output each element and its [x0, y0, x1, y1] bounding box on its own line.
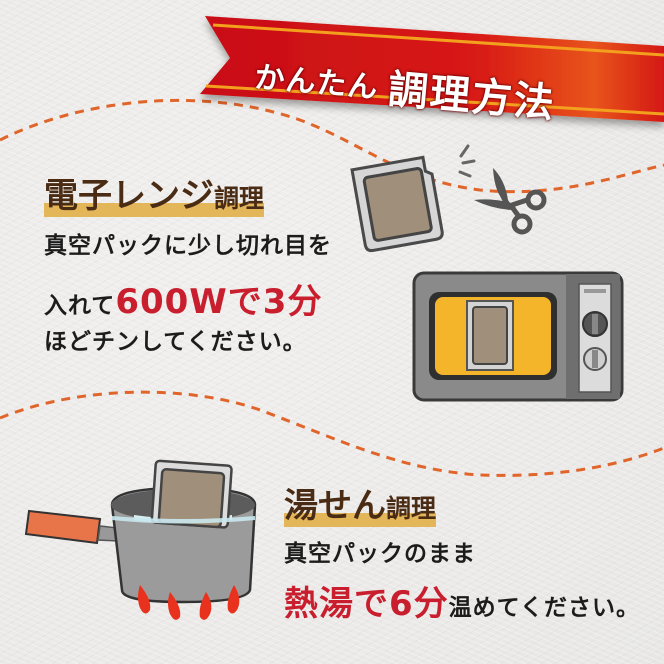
heading-highlight: [284, 513, 437, 527]
pouch-icon: [350, 155, 444, 253]
microwave-icon: [412, 271, 624, 402]
microwave-line-2-prefix: 入れて: [44, 293, 116, 319]
boil-line-2-suffix: 温めてください。: [448, 595, 640, 621]
flame-icon: [138, 585, 240, 620]
boil-line-2: 熱湯で6分温めてください。: [284, 576, 640, 625]
heading-highlight: [44, 203, 265, 217]
microwave-heading-main: 電子レンジ: [44, 176, 214, 216]
boil-heading-main: 湯せん: [284, 486, 386, 526]
boil-heading: 湯せん調理: [284, 478, 437, 527]
boil-heading-sub: 調理: [386, 494, 437, 523]
microwave-line-1: 真空パックに少し切れ目を: [44, 233, 332, 259]
boil-line-1: 真空パックのまま: [284, 541, 476, 567]
boil-time-highlight: 熱湯で6分: [284, 584, 449, 624]
scissors-icon: [474, 168, 547, 235]
microwave-heading: 電子レンジ調理: [44, 168, 265, 217]
pot-icon: [24, 459, 257, 604]
microwave-heading-sub: 調理: [214, 184, 265, 213]
microwave-line-2: 入れて600Wで3分: [44, 274, 322, 323]
microwave-time-highlight: 600Wで3分: [115, 282, 323, 322]
cut-marks-icon: [458, 144, 476, 178]
pouch-in-pot-icon: [150, 459, 233, 529]
microwave-line-3: ほどチンしてください。: [44, 329, 307, 355]
